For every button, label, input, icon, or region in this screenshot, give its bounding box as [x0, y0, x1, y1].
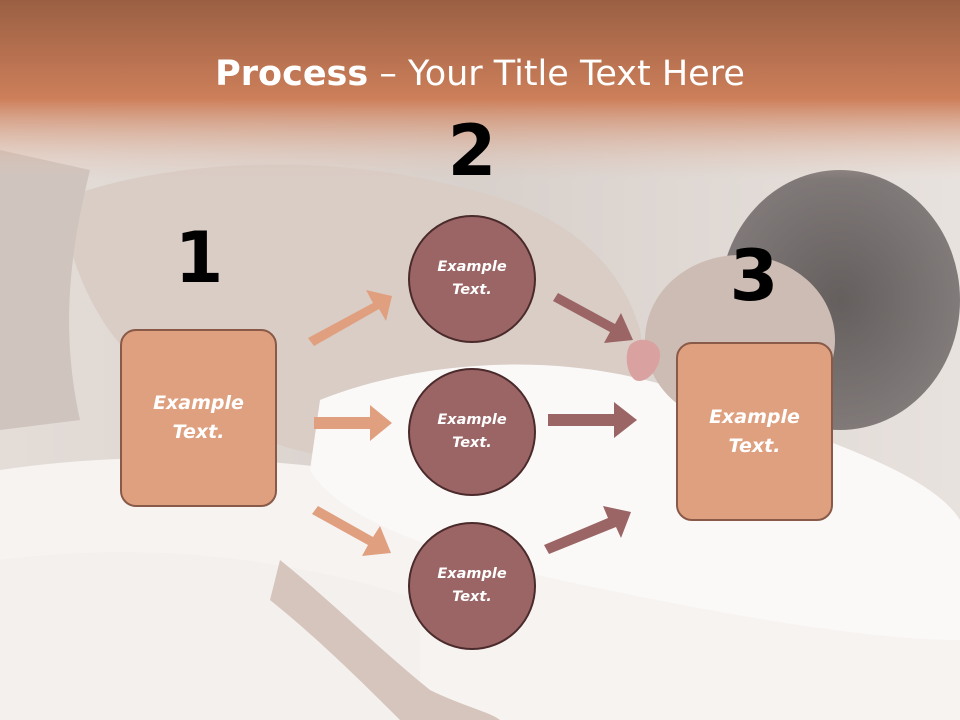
title-bold: Process — [215, 54, 369, 94]
step-1-label: Example Text. — [153, 392, 244, 443]
arrow-from-middle-circle — [548, 402, 637, 438]
arrow-from-top-circle — [553, 293, 633, 343]
step-number-1: 1 — [174, 217, 224, 299]
title-rest: – Your Title Text Here — [368, 54, 745, 94]
step-2-circle-bottom-label: Example Text. — [437, 566, 507, 605]
step-2-circle-middle-label: Example Text. — [437, 412, 507, 451]
step-3-label: Example Text. — [709, 405, 800, 457]
arrow-from-bottom-circle — [544, 506, 631, 554]
step-2-circle-top: Example Text. — [408, 215, 536, 343]
step-number-3: 3 — [729, 235, 779, 317]
arrow-to-bottom-circle — [312, 506, 391, 556]
arrow-to-top-circle — [308, 290, 392, 346]
step-1-box: Example Text. — [120, 329, 277, 507]
slide-title: Process – Your Title Text Here — [0, 52, 960, 96]
step-number-2: 2 — [447, 110, 497, 192]
arrow-to-middle-circle — [314, 405, 392, 441]
step-2-circle-middle: Example Text. — [408, 368, 536, 496]
step-2-circle-bottom: Example Text. — [408, 522, 536, 650]
step-2-circle-top-label: Example Text. — [437, 259, 507, 298]
step-3-box: Example Text. — [676, 342, 833, 521]
